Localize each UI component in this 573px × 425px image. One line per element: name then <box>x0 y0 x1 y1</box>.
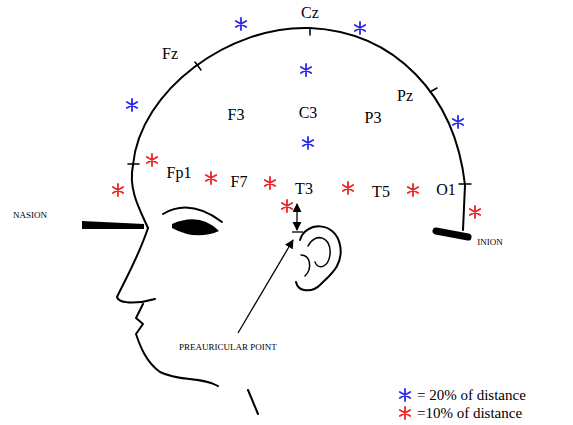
electrode-label: F3 <box>228 106 245 124</box>
landmark-label: NASION <box>13 211 47 221</box>
electrode-label: Cz <box>301 4 319 22</box>
electrode-star-10 <box>113 154 480 218</box>
measure-tick <box>292 231 303 232</box>
landmark-label: PREAURICULAR POINT <box>178 343 278 353</box>
measure-arrow <box>296 204 297 230</box>
electrode-label: F7 <box>231 173 248 191</box>
electrode-label: Fp1 <box>167 164 192 182</box>
electrode-label: O1 <box>436 181 456 199</box>
electrode-label: Pz <box>397 87 413 105</box>
electrode-label: Fz <box>162 45 178 63</box>
electrode-label: C3 <box>299 104 318 122</box>
electrode-label: P3 <box>365 109 382 127</box>
legend-text: =10% of distance <box>417 405 522 421</box>
electrode-label: T5 <box>372 183 390 201</box>
legend-star <box>398 406 412 420</box>
leader-line <box>238 240 293 333</box>
landmark-label: INION <box>477 238 503 248</box>
legend-row: = 20% of distance <box>398 386 526 403</box>
electrode-label: T3 <box>295 180 313 198</box>
eye <box>172 219 219 235</box>
legend-text: = 20% of distance <box>417 387 526 403</box>
electrode-star-20 <box>127 18 463 149</box>
nasion-bar <box>82 221 144 229</box>
legend-star <box>398 388 412 402</box>
inion-bar <box>436 231 468 237</box>
head-outline <box>117 28 471 414</box>
legend-row: =10% of distance <box>398 404 522 421</box>
